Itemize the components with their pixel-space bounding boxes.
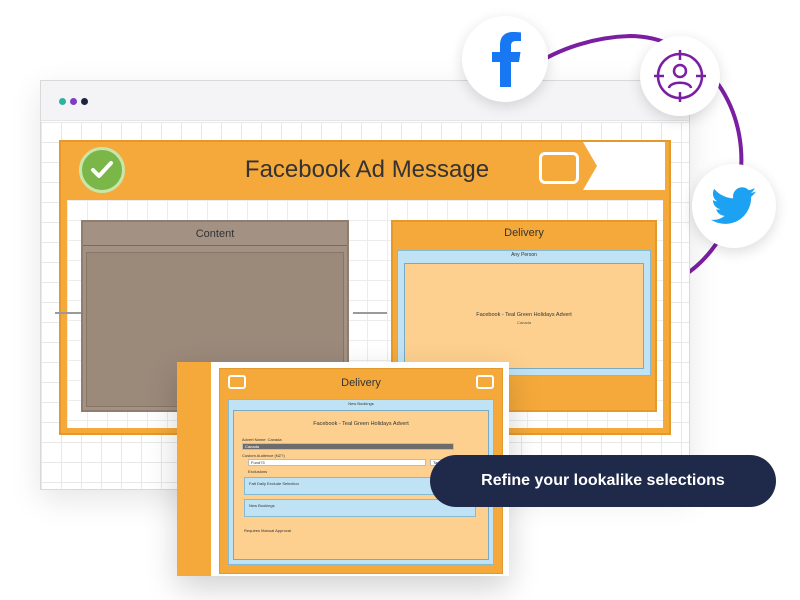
window-icon-button[interactable] xyxy=(476,375,494,389)
target-user-icon xyxy=(654,50,706,102)
window-icon-button[interactable] xyxy=(539,152,579,184)
window-dot-navy xyxy=(81,98,88,105)
approval-checkbox-label[interactable]: Requires Manual Approval xyxy=(244,528,291,533)
audience-caption: Any Person xyxy=(511,252,537,258)
window-icon-button[interactable] xyxy=(228,375,246,389)
custom-audience-label: Custom Audience (NZ?) xyxy=(242,453,285,458)
twitter-bubble xyxy=(692,164,776,248)
delivery-detail-title: Delivery xyxy=(341,377,381,389)
advert-card[interactable]: Facebook - Teal Green Holidays Advert Ca… xyxy=(404,263,644,369)
advert-card-subtitle: Canada xyxy=(516,320,531,326)
exclusion-item[interactable]: New Bookings xyxy=(244,499,476,517)
custom-audience-field[interactable]: Fund?3 xyxy=(248,459,426,466)
content-header: Content xyxy=(83,222,347,246)
advert-name-field[interactable]: Canada xyxy=(242,443,454,450)
exclusion-item[interactable]: Fatt Daily Exclude Selection xyxy=(244,477,476,495)
advert-name-label: Advert Name: Canada xyxy=(242,437,282,442)
incoming-arrow xyxy=(55,312,85,314)
advert-card-title: Facebook - Teal Green Holidays Advert xyxy=(476,311,572,318)
audience-container: Any Person Facebook - Teal Green Holiday… xyxy=(397,250,651,376)
audience-caption: New Bookings xyxy=(348,401,374,406)
browser-titlebar xyxy=(41,81,689,121)
twitter-icon xyxy=(711,187,757,224)
audience-target-bubble xyxy=(640,36,720,116)
window-dot-teal xyxy=(59,98,66,105)
facebook-icon xyxy=(492,32,521,87)
facebook-bubble xyxy=(462,16,548,102)
advert-card-title: Facebook - Teal Green Holidays Advert xyxy=(313,421,409,427)
flow-arrow xyxy=(353,312,387,314)
delivery-header: Delivery xyxy=(504,227,544,239)
window-dot-purple xyxy=(70,98,77,105)
exclusions-label: Exclusions xyxy=(248,469,268,474)
checkmark-icon[interactable] xyxy=(79,147,125,193)
orange-sidebar xyxy=(177,362,211,576)
callout-banner: Refine your lookalike selections xyxy=(430,455,776,507)
panel-title: Facebook Ad Message xyxy=(244,156,490,183)
